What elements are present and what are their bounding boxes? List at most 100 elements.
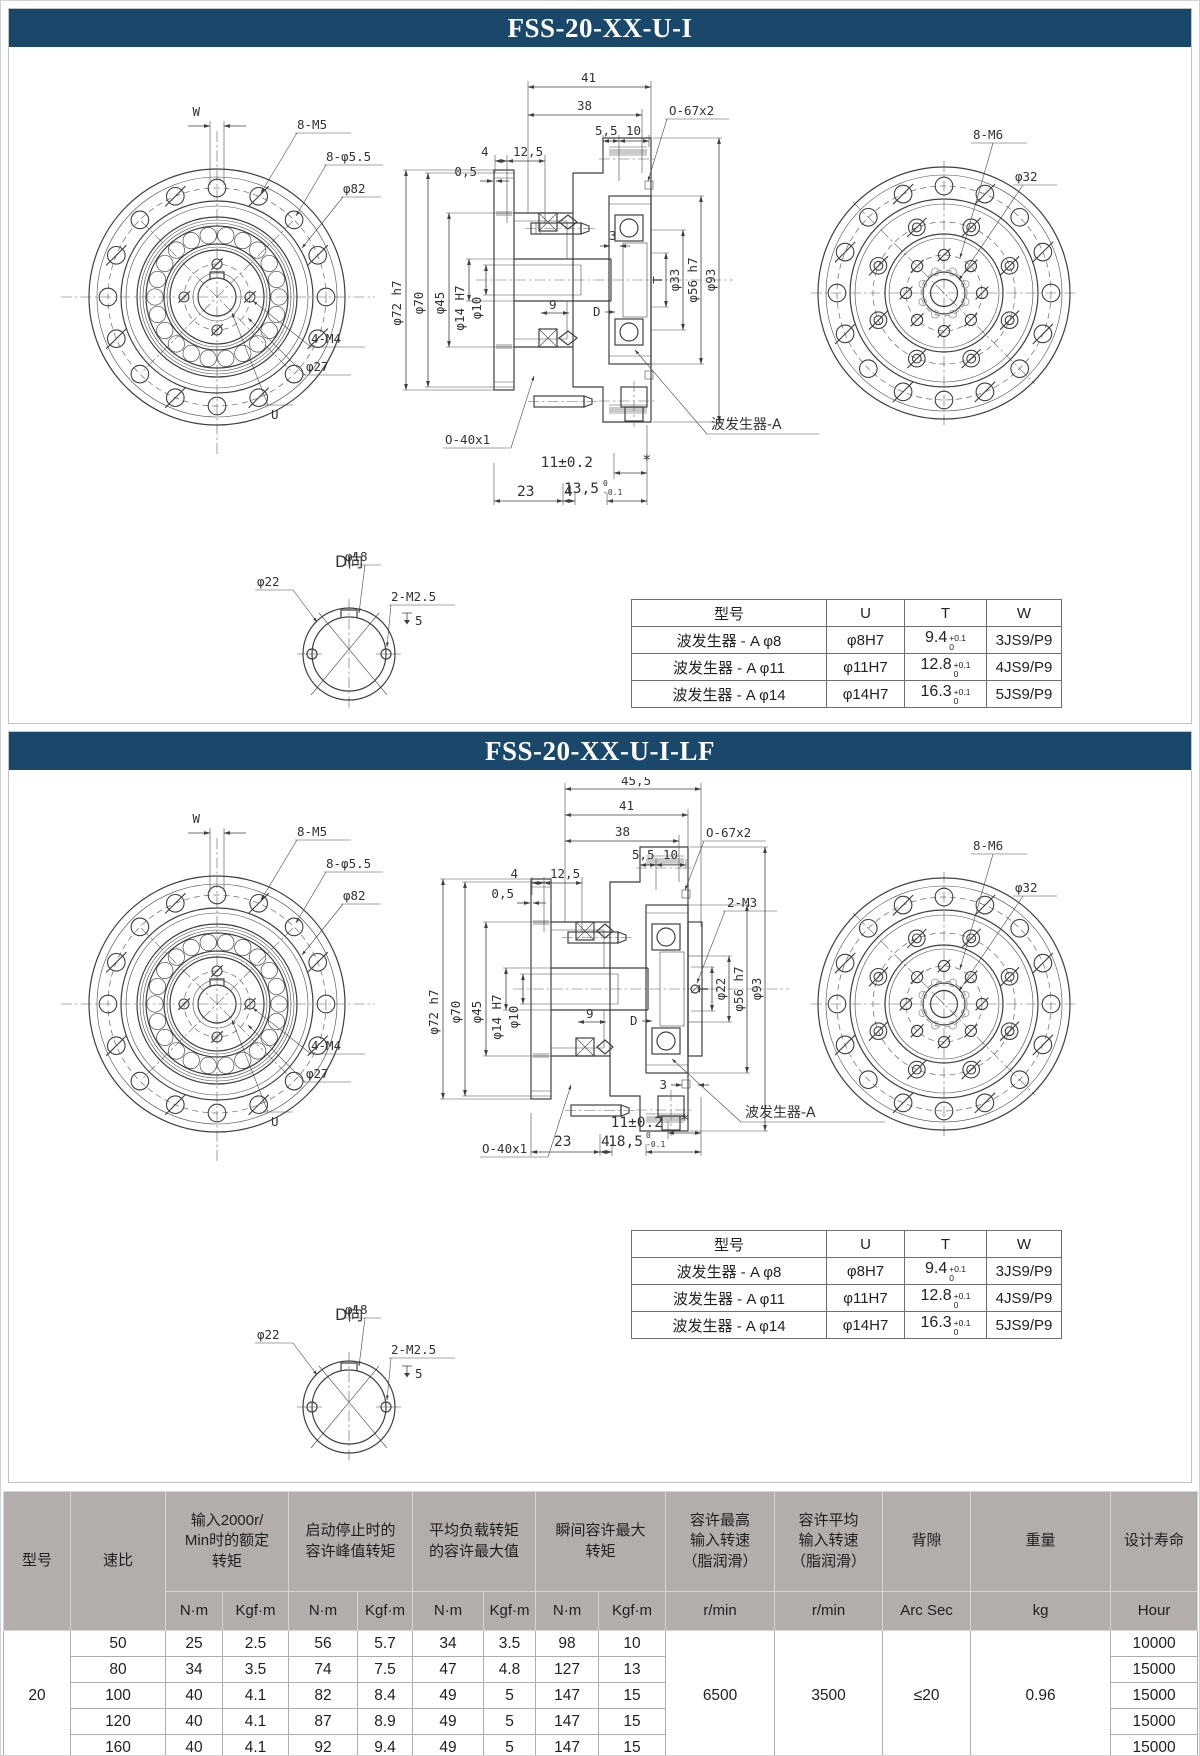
value-cell: 8.4 <box>357 1682 414 1709</box>
unit-kgfm: Kgf·m <box>221 1591 290 1631</box>
col-weight: 重量 <box>970 1491 1112 1592</box>
front-view-drawing: W 8-M5 8-φ5.5 φ82 4-M4 φ27 U <box>61 811 383 1164</box>
dim-d22: φ22 <box>713 978 728 1001</box>
dim-185: 18,5 <box>608 1134 643 1150</box>
dim-oring-40: O-40x1 <box>445 432 490 447</box>
dim-8-m6: 8-M6 <box>973 838 1003 853</box>
dim-d45: φ45 <box>469 1001 484 1024</box>
d-view-drawing: D向 φ22 φ18 2-M2.5 <box>255 1302 455 1462</box>
spec-table: 型号 速比 输入2000r/ Min时的额定 转矩 启动停止时的 容许峰值转矩 … <box>3 1491 1199 1755</box>
section2-title: FSS-20-XX-U-I-LF <box>485 735 715 766</box>
dim-8-m6: 8-M6 <box>973 127 1003 142</box>
dim-d93: φ93 <box>703 269 718 292</box>
col-avg-torque: 平均负载转矩 的容许最大值 <box>412 1491 537 1592</box>
col-rated-torque: 输入2000r/ Min时的额定 转矩 <box>164 1491 290 1592</box>
dim-label-8-d55: 8-φ5.5 <box>326 149 371 164</box>
cross-section-drawing-lf: 45,5 41 38 5,5 10 4 12,5 <box>429 777 885 1158</box>
dim-label-d82: φ82 <box>343 888 366 903</box>
rear-m6-holes <box>899 959 989 1049</box>
value-cell: 40 <box>165 1682 223 1709</box>
dim-d22: φ22 <box>257 1327 280 1342</box>
value-cell: 87 <box>288 1708 359 1735</box>
spec-header-row: 型号 速比 输入2000r/ Min时的额定 转矩 启动停止时的 容许峰值转矩 … <box>3 1491 1199 1631</box>
value-cell: 8.9 <box>357 1708 414 1735</box>
dim-depth-5: 5 <box>415 1366 423 1381</box>
cross-section-drawing: 41 38 5,5 10 4 12,5 0,5 <box>389 70 819 505</box>
dim-9: 9 <box>586 1006 594 1021</box>
dim-oring-67: O-67x2 <box>669 103 714 118</box>
hw-cell-model: 波发生器 - A φ11 <box>631 1284 827 1312</box>
col-ratio: 速比 <box>70 1491 166 1631</box>
hw-cell-model: 波发生器 - A φ11 <box>631 653 827 681</box>
dim-d10: φ10 <box>506 1006 521 1029</box>
dim-label-u: U <box>271 407 279 422</box>
value-cell: 49 <box>412 1734 485 1755</box>
hw-cell-model: 波发生器 - A φ8 <box>631 626 827 654</box>
hw-col-w: W <box>986 599 1062 627</box>
backlash-value: ≤20 <box>882 1630 972 1755</box>
unit-nm: N·m <box>288 1591 359 1631</box>
value-cell: 92 <box>288 1734 359 1755</box>
value-cell: 7.5 <box>357 1656 414 1683</box>
dim-4: 4 <box>510 866 518 881</box>
value-cell: 5 <box>483 1708 537 1735</box>
value-cell: 4.8 <box>483 1656 537 1683</box>
rear-hidden-holes <box>918 267 970 319</box>
rear-m6-holes <box>899 248 989 338</box>
t-value: 12.8 <box>920 655 952 673</box>
hw-cell-u: φ8H7 <box>826 1257 905 1285</box>
dim-2-m25: 2-M2.5 <box>391 1342 436 1357</box>
dim-d70: φ70 <box>411 292 426 315</box>
rear-view-drawing: 8-M6 φ32 <box>811 838 1077 1136</box>
value-cell: 82 <box>288 1682 359 1709</box>
unit-rpm: r/min <box>665 1591 776 1631</box>
unit-rpm: r/min <box>774 1591 884 1631</box>
dim-2-m25: 2-M2.5 <box>391 589 436 604</box>
value-cell: 47 <box>412 1656 485 1683</box>
d-view-title: D向 <box>335 552 363 571</box>
dim-oring-40: O-40x1 <box>482 1141 527 1156</box>
hw-col-u: U <box>826 599 905 627</box>
unit-nm: N·m <box>535 1591 600 1631</box>
wave-generator-label: 波发生器-A <box>745 1105 816 1121</box>
d-view-title: D向 <box>335 1305 363 1324</box>
life-value: 15000 <box>1110 1734 1199 1755</box>
hw-cell-w: 4JS9/P9 <box>986 1284 1062 1312</box>
t-value: 12.8 <box>920 1286 952 1304</box>
unit-nm: N·m <box>165 1591 223 1631</box>
dim-2-m3: 2-M3 <box>727 895 757 910</box>
dim-185-tol-hi: 0 <box>646 1131 651 1140</box>
value-cell: 13 <box>598 1656 667 1683</box>
unit-nm: N·m <box>412 1591 485 1631</box>
dim-d14: φ14 H7 <box>452 285 467 330</box>
life-value: 15000 <box>1110 1682 1199 1709</box>
rear-view-drawing: 8-M6 φ32 <box>811 127 1077 425</box>
dim-view-d: D <box>630 1013 638 1028</box>
spec-data-row: 20 50 25 2.5 56 5.7 34 3.5 98 10 6500 35… <box>3 1630 1199 1755</box>
flange-bolt-holes <box>98 178 336 416</box>
hub-bolt-holes <box>177 257 257 337</box>
dim-d32: φ32 <box>1015 169 1038 184</box>
max-speed-value: 6500 <box>665 1630 776 1755</box>
hw-cell-w: 5JS9/P9 <box>986 1311 1062 1339</box>
hw-cell-u: φ14H7 <box>826 1311 905 1339</box>
t-value: 16.3 <box>920 1313 952 1331</box>
dim-label-w: W <box>192 811 200 826</box>
dim-23: 23 <box>517 484 534 500</box>
dim-11: 11±0.2 <box>611 1115 663 1131</box>
unit-kgfm: Kgf·m <box>598 1591 667 1631</box>
t-value: 9.4 <box>924 1259 948 1277</box>
avg-speed-value: 3500 <box>774 1630 884 1755</box>
dim-125: 12,5 <box>513 144 543 159</box>
value-cell: 127 <box>535 1656 600 1683</box>
value-cell: 98 <box>535 1630 600 1657</box>
